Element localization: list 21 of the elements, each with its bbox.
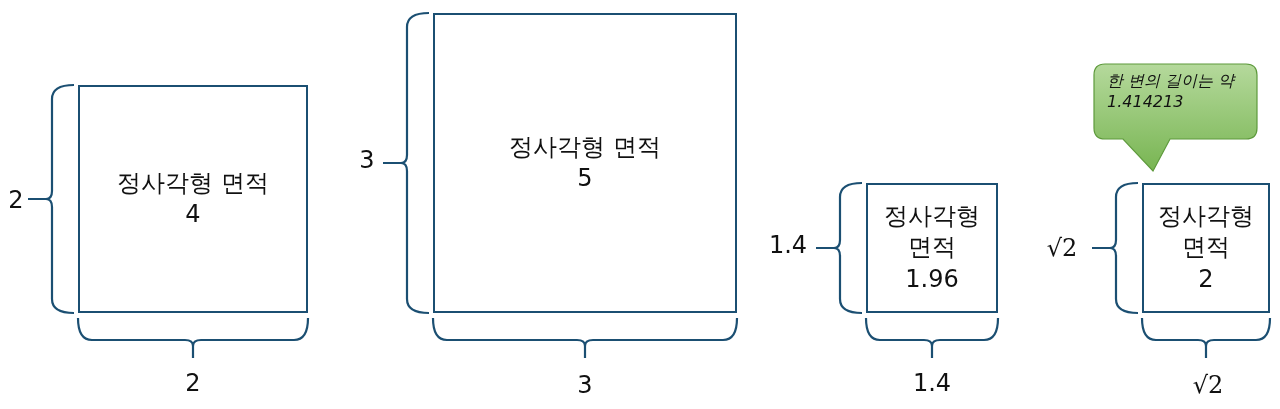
dimension-label: √2 bbox=[1046, 234, 1078, 262]
area-value: 5 bbox=[576, 163, 594, 194]
dimension-label: 3 bbox=[359, 146, 375, 174]
area-value: 4 bbox=[184, 199, 202, 230]
square-box bbox=[433, 13, 737, 313]
dimension-label: 2 bbox=[8, 186, 24, 214]
dimension-label: 3 bbox=[577, 371, 593, 399]
area-caption: 정사각형 면적 bbox=[508, 131, 662, 163]
area-value: 1.96 bbox=[904, 263, 960, 295]
callout-text: 한 변의 길이는 약 1.414213 bbox=[1107, 71, 1237, 113]
dimension-label: √2 bbox=[1192, 371, 1224, 399]
area-value: 2 bbox=[1197, 263, 1215, 295]
area-caption: 정사각형 면적 bbox=[1157, 201, 1255, 264]
square-box bbox=[1142, 183, 1270, 313]
dimension-label: 1.4 bbox=[912, 369, 952, 397]
area-caption: 정사각형 면적 bbox=[883, 201, 981, 264]
square-box bbox=[866, 183, 998, 313]
area-caption: 정사각형 면적 bbox=[116, 167, 270, 199]
square-box bbox=[78, 85, 308, 313]
dimension-label: 2 bbox=[185, 369, 201, 397]
dimension-label: 1.4 bbox=[768, 231, 808, 259]
